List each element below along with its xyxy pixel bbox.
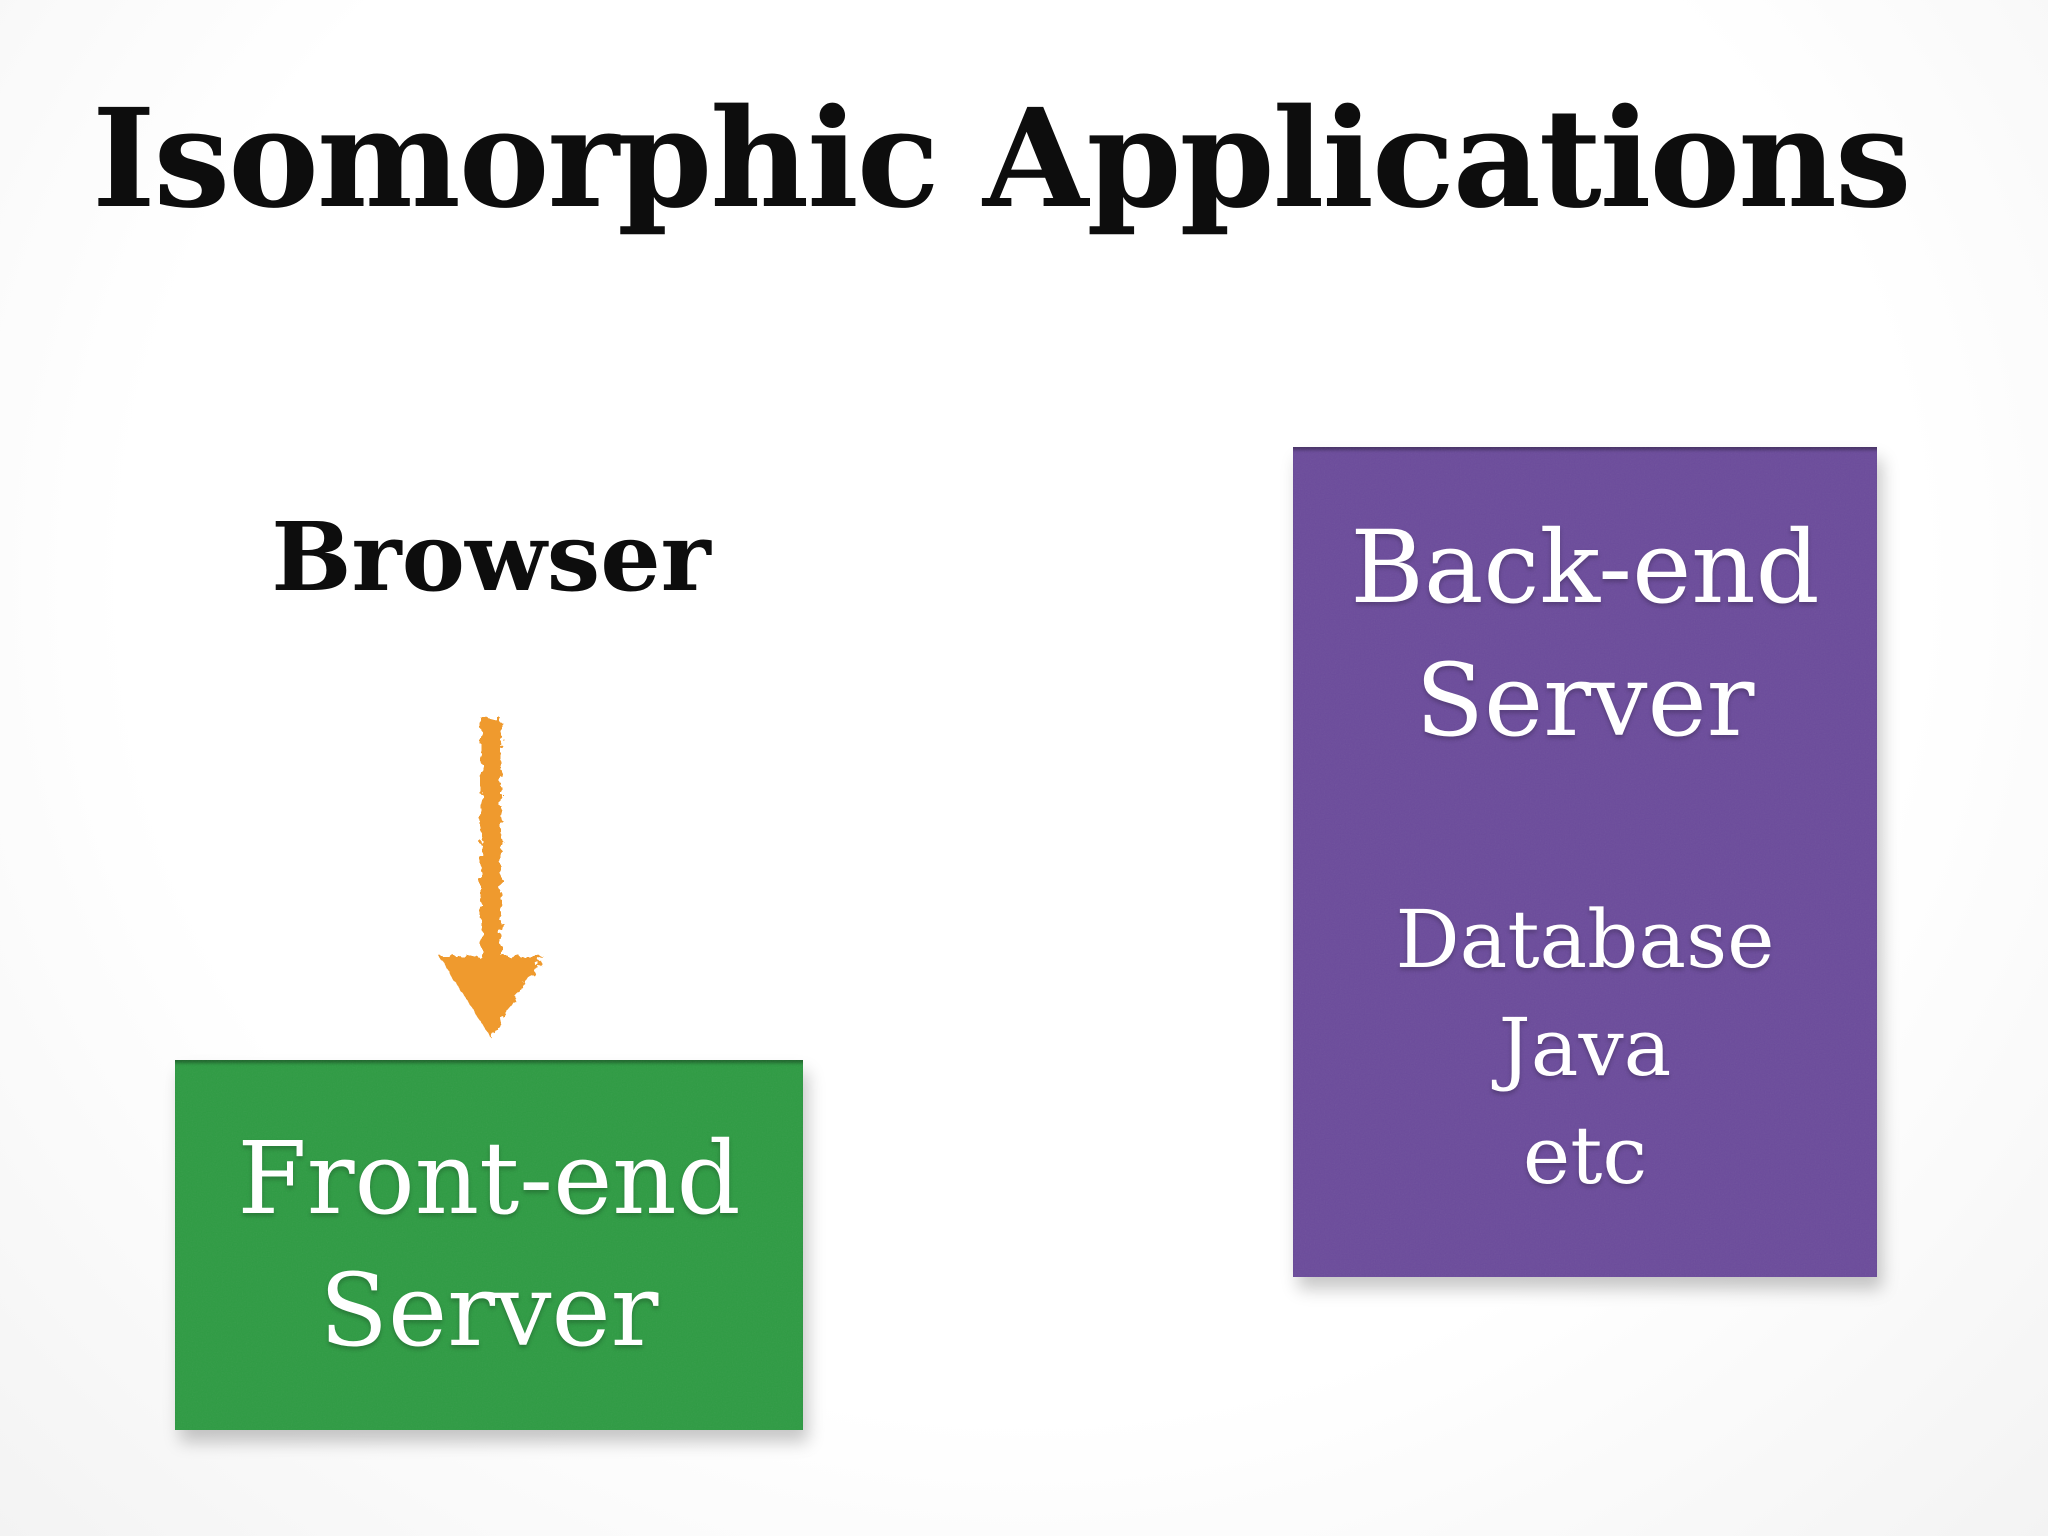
backend-box-line: Back-end xyxy=(1350,509,1820,626)
frontend-server-box: Front-end Server xyxy=(175,1060,803,1430)
frontend-box-line: Front-end xyxy=(237,1120,741,1237)
frontend-server-label: Front-end Server xyxy=(175,1113,803,1377)
frontend-box-line: Server xyxy=(319,1252,659,1369)
backend-box-line: Server xyxy=(1415,642,1755,759)
backend-tech-item: etc xyxy=(1522,1109,1648,1202)
backend-server-label: Back-end Server Database Java etc xyxy=(1293,501,1877,1210)
backend-server-box: Back-end Server Database Java etc xyxy=(1293,447,1877,1277)
backend-tech-list: Database Java etc xyxy=(1293,886,1877,1210)
browser-label: Browser xyxy=(271,502,711,613)
slide-title: Isomorphic Applications xyxy=(92,79,1912,239)
down-arrow-icon xyxy=(439,718,543,1038)
backend-tech-item: Java xyxy=(1498,1001,1672,1094)
backend-tech-item: Database xyxy=(1395,893,1775,986)
